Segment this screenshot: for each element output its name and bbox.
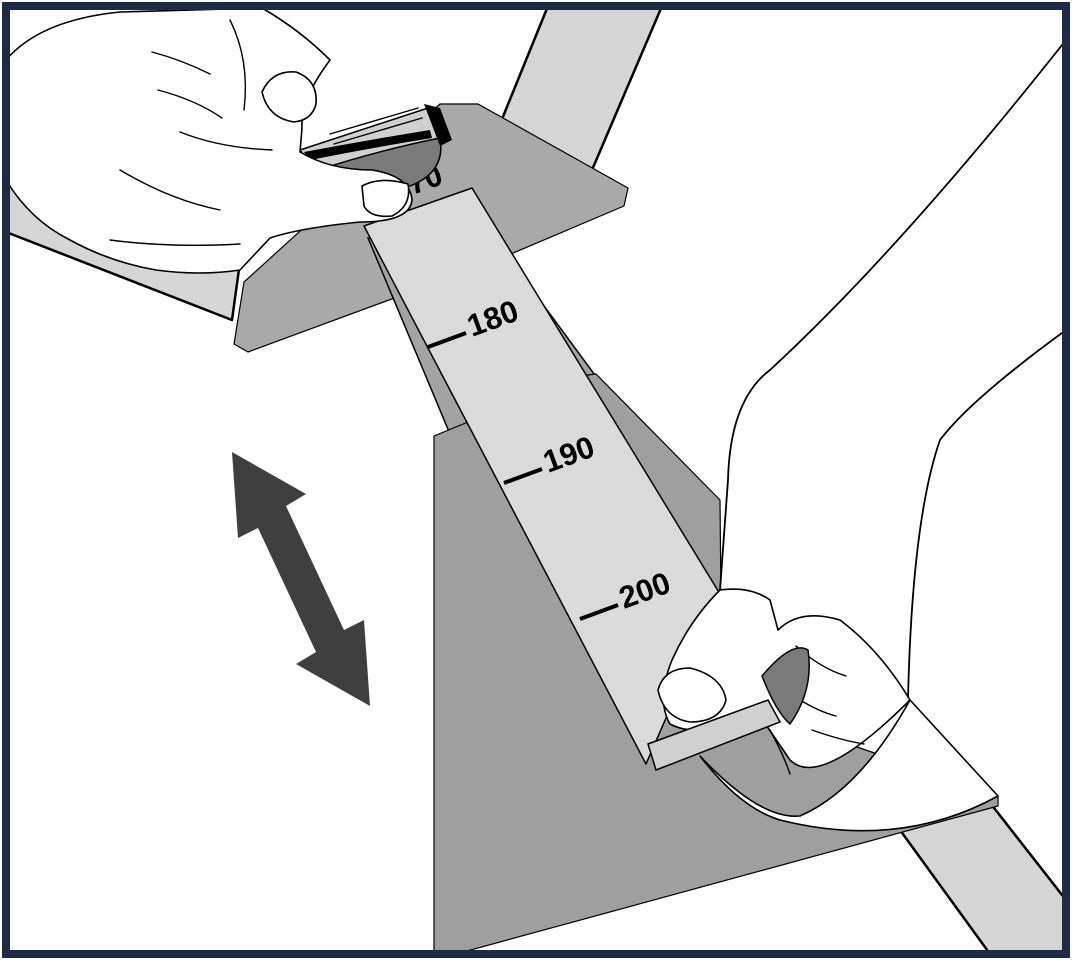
bottom-tape-clip (647, 647, 810, 771)
top-hand-fingernail (361, 179, 410, 218)
adjust-arrow-shape (232, 452, 370, 706)
top-hand (5, 7, 413, 274)
scale-tick-190 (503, 467, 543, 485)
scale-tick-180 (427, 331, 467, 349)
bottom-hand-lower (699, 699, 999, 832)
bottom-hand-thumbnail (657, 667, 727, 723)
top-hand-thumbnail (261, 71, 317, 123)
adjust-arrow-icon (232, 452, 370, 706)
bottom-hand (657, 39, 1067, 832)
arm-outline-outer (719, 39, 1067, 591)
arm-outline-inner (907, 329, 1067, 701)
scale-tick-200 (579, 603, 619, 621)
top-hand-palm (5, 7, 413, 274)
